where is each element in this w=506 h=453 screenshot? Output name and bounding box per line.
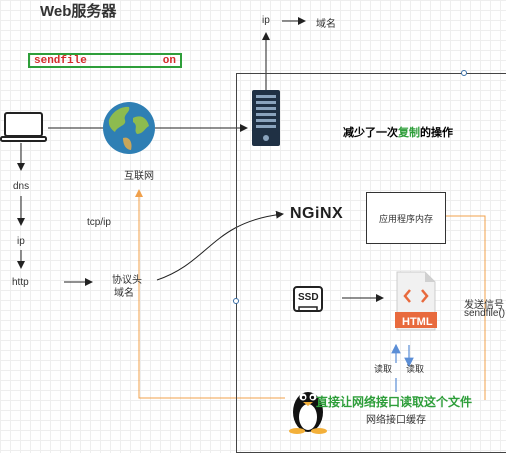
protocol-header-label: 协议头 — [112, 275, 142, 286]
html-file-icon — [395, 271, 437, 331]
app-memory-label: 应用程序内存 — [378, 213, 433, 224]
sendfile-call-label: sendfile() — [464, 308, 506, 319]
laptop-icon — [0, 112, 47, 142]
ssd-icon — [293, 286, 323, 312]
server-icon — [252, 90, 280, 146]
top-ip-label: ip — [262, 15, 270, 26]
dns-label: dns — [13, 181, 30, 192]
heading-prefix: 减少了一次 — [343, 127, 398, 139]
sendfile-directive-box: sendfile on — [28, 53, 182, 68]
heading-suffix: 的操作 — [420, 127, 453, 139]
protocol-nginx-curve — [156, 210, 284, 281]
heading-highlight: 复制 — [398, 127, 420, 139]
http-label: http — [12, 277, 29, 288]
client-ip-label: ip — [17, 236, 25, 247]
tcp-ip-label: tcp/ip — [87, 217, 111, 228]
nic-cache-label: 网络接口缓存 — [366, 415, 426, 426]
page-title: Web服务器 — [40, 3, 117, 20]
ssd-label: SSD — [298, 292, 319, 303]
globe-icon — [103, 102, 155, 154]
frame-handle-left[interactable] — [233, 298, 239, 304]
direct-read-note: 直接让网络接口读取这个文件 — [316, 395, 473, 409]
read-label-right: 读取 — [406, 364, 425, 374]
copy-reduced-heading: 减少了一次复制的操作 — [343, 124, 453, 140]
nginx-logo: NGiNX — [290, 205, 344, 222]
sendfile-value: on — [162, 54, 176, 67]
html-label: HTML — [402, 316, 433, 328]
frame-handle-top[interactable] — [461, 70, 467, 76]
top-domain-label: 域名 — [316, 19, 336, 30]
sendfile-path — [446, 215, 486, 400]
read-label-left: 读取 — [374, 364, 393, 374]
client-domain-label: 域名 — [114, 288, 134, 299]
sendfile-directive: sendfile — [34, 54, 87, 67]
send-signal-label: 发送信号 — [464, 300, 504, 311]
linux-penguin-icon — [289, 392, 327, 434]
internet-label: 互联网 — [124, 171, 154, 182]
app-memory-box: 应用程序内存 — [366, 192, 446, 244]
